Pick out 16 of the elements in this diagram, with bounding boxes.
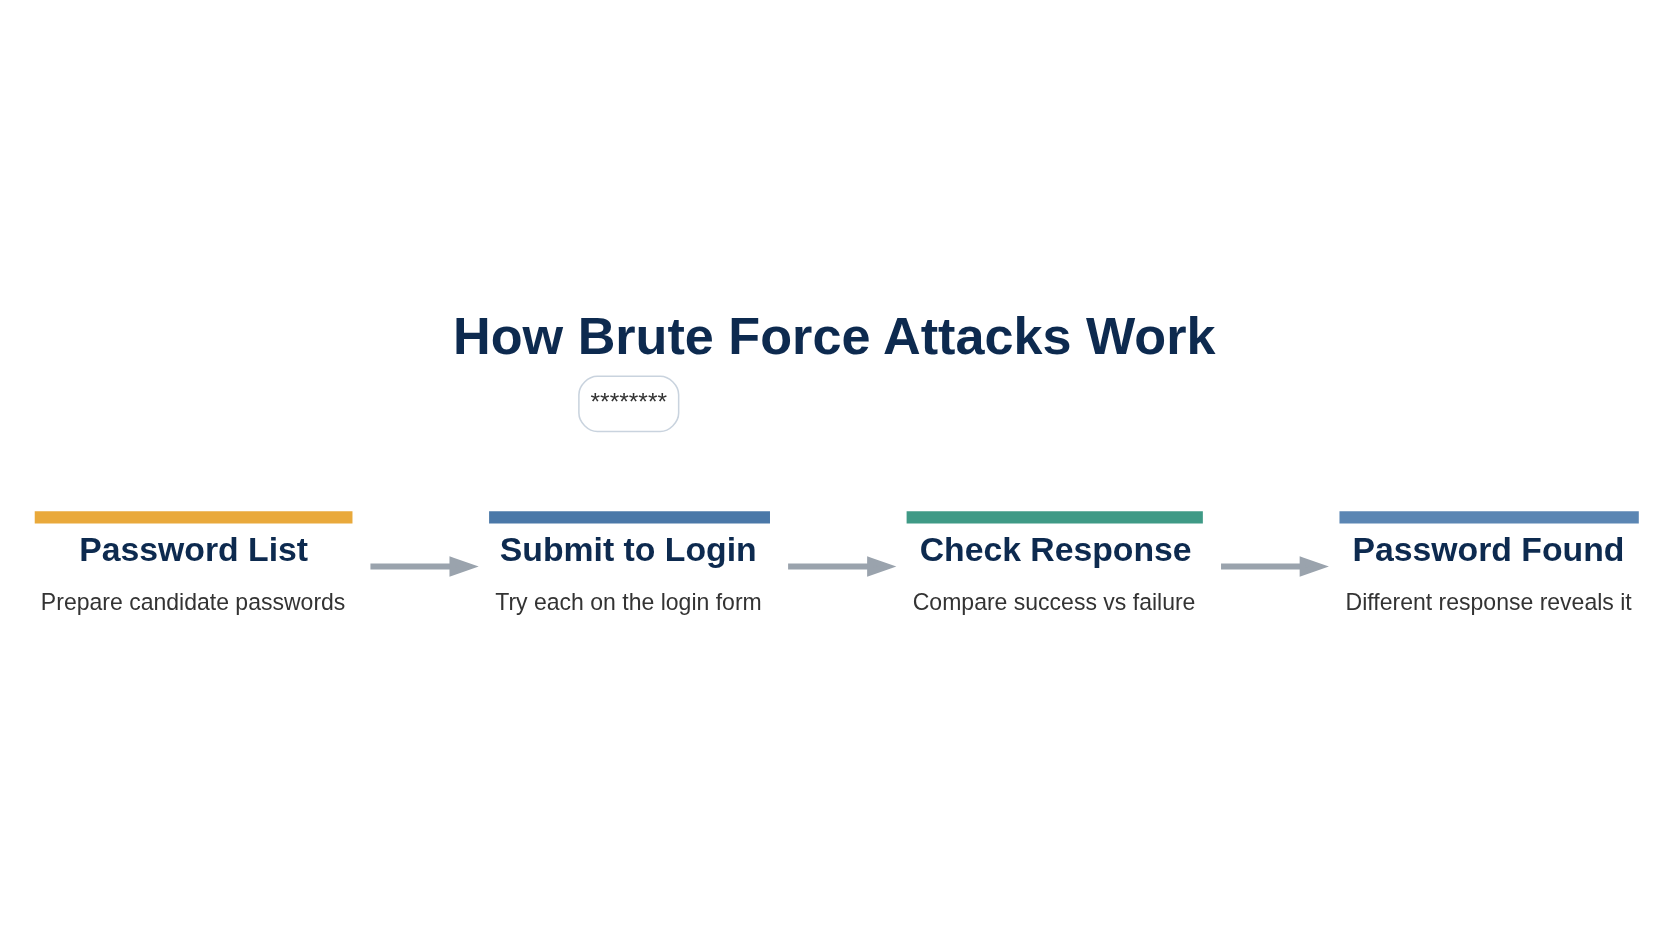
- arrow: [788, 555, 897, 577]
- node-box: [489, 510, 770, 524]
- node-label: Check Response: [919, 529, 1192, 568]
- node-label: Different response reveals it: [1345, 588, 1632, 615]
- arrow: [370, 555, 479, 577]
- node-label: Compare success vs failure: [912, 588, 1196, 615]
- node-label: Try each on the login form: [495, 588, 762, 615]
- node-box: [1339, 510, 1639, 524]
- diagram-title: How Brute Force Attacks Work: [453, 306, 1216, 364]
- node-box: [906, 510, 1203, 524]
- node-label: Password List: [79, 529, 309, 568]
- label: ********: [590, 387, 667, 415]
- node-label: Password Found: [1352, 529, 1625, 568]
- node-label: Submit to Login: [499, 529, 757, 568]
- node-label: Prepare candidate passwords: [40, 588, 346, 615]
- node-box: [34, 510, 353, 524]
